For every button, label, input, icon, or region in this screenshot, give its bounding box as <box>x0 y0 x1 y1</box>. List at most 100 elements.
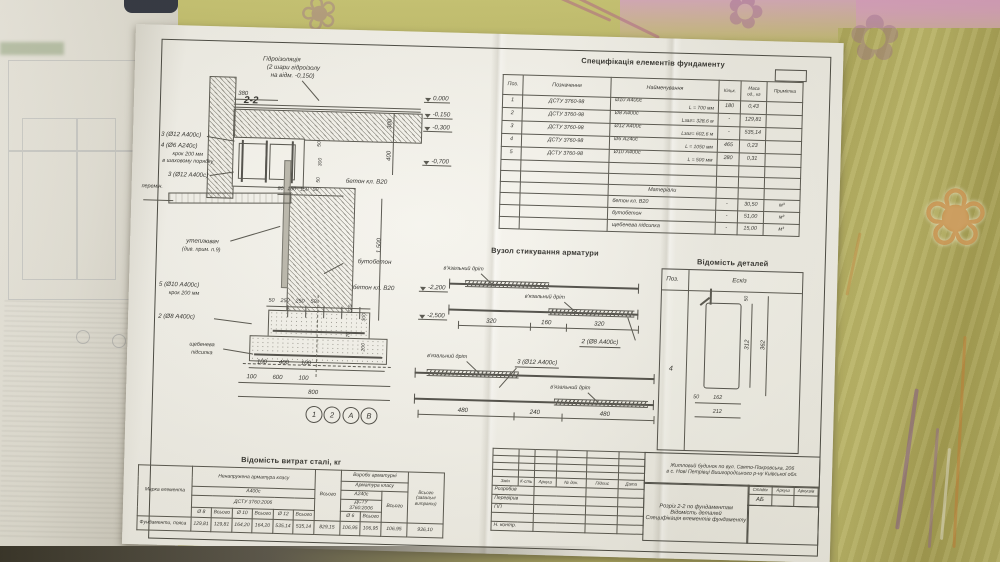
steel-header-total2: Всього <box>381 491 408 524</box>
dim-line <box>694 402 741 405</box>
spec-header-pos: Поз. <box>502 74 524 95</box>
dim-320: 320 <box>485 317 497 325</box>
spec-header-designation: Позначення <box>522 74 612 98</box>
steel-col-total: Всього <box>293 509 315 521</box>
insulation-callout: утеплювач <box>186 237 219 246</box>
green-smudge <box>0 42 64 55</box>
dim-362: 362 <box>760 340 767 351</box>
tablecloth-right <box>838 28 1000 562</box>
steel-col-total: Всього <box>252 508 274 520</box>
details-table: Поз. Ескіз 4 50 312 362 50 162 212 <box>656 268 804 455</box>
elevation-mark: -2,500 <box>418 311 447 321</box>
details-pos: 4 <box>668 365 673 373</box>
steel-col-total: Всього <box>360 511 382 523</box>
foundation-wall <box>286 186 356 314</box>
ground-callout: перемін. <box>141 183 163 190</box>
butobeton-label: бутобетон <box>357 258 392 266</box>
format-box <box>774 69 807 83</box>
wire-label: в'язальний дріт <box>524 293 565 301</box>
doc-title-cell: Розріз 2-2 по фундаментам Відомість дета… <box>642 481 750 544</box>
ghost-axis-bubble <box>76 330 90 344</box>
title-block: Змін К-сть Аркуш № док. Підпис Дата Розр… <box>490 448 821 546</box>
dark-object <box>124 0 178 13</box>
dim-wall-380: 380 <box>238 90 249 98</box>
insulation-callout: (див. прим. п.9) <box>181 246 221 254</box>
role-ncontr: Н. контр. <box>490 521 534 532</box>
hydro-callout: Гідроізоляція <box>263 55 301 64</box>
wire-label: в'язальний дріт <box>443 265 484 273</box>
dim-162: 162 <box>713 394 723 401</box>
organization-cell <box>746 504 820 546</box>
dim-v-70: 70 <box>345 331 352 338</box>
callout-2-d8: 2 (Ø8 А400с) <box>579 338 621 349</box>
flower-outline-icon: ✿ <box>848 2 902 74</box>
dim-50: 50 <box>693 394 700 401</box>
dim-tick <box>417 409 419 418</box>
elevation-mark: -0,700 <box>422 157 452 167</box>
steel-header-dstu2: ДСТУ 3760:2006 <box>340 499 382 513</box>
steel-col-total: Всього <box>211 507 233 519</box>
tablecloth-crinkle <box>838 28 1000 562</box>
callout-note: крок 200 мм <box>168 289 200 297</box>
elevation-mark: -2,200 <box>418 283 448 293</box>
orange-flower-icon: ❀ <box>922 173 990 262</box>
dim-v-50: 50 <box>315 177 322 183</box>
dim-v-300: 300 <box>361 313 368 322</box>
callout-3-d12: 3 (Ø12 А400с) <box>160 130 202 139</box>
callout-5-d10: 5 (Ø10 А400с) <box>158 280 200 289</box>
concrete-label-bottom: бетон кл. В20 <box>352 283 395 293</box>
hydro-callout: (2 шари гідроізолу <box>266 63 321 72</box>
elevation-mark: -0,300 <box>423 123 452 133</box>
hydro-callout: на відм. -0,150) <box>270 71 315 80</box>
dim-240: 240 <box>529 408 541 417</box>
dim-line <box>694 416 741 419</box>
dim-480: 480 <box>457 406 469 415</box>
details-header-sketch: Ескіз <box>732 277 747 285</box>
steel-col-d12: Ø 12 <box>273 509 294 520</box>
steel-table: Марка елемента Ненапружена арматура клас… <box>136 464 445 538</box>
ground-slab <box>168 192 292 204</box>
steel-col-d10: Ø 10 <box>232 508 253 519</box>
dim-160: 160 <box>540 319 552 327</box>
dim-312: 312 <box>744 339 751 350</box>
callout-4-d6: 4 (Ø6 А240с) <box>160 141 198 150</box>
details-divider <box>683 270 690 450</box>
dim-v-300: 300 <box>317 157 324 167</box>
steel-col-d6: Ø 6 <box>340 511 361 522</box>
spec-header-qty: Кільк. <box>718 80 742 101</box>
dim-tick <box>513 412 515 421</box>
dim-tick <box>637 325 640 334</box>
callout-3-d12b: 3 (Ø12 А400с) <box>167 170 209 180</box>
details-header-line <box>661 289 802 295</box>
revision-table: Змін К-сть Аркуш № док. Підпис Дата Розр… <box>490 448 646 535</box>
spec-table: Поз. Позначення Найменування Кільк. Маса… <box>499 74 804 237</box>
details-header-pos: Поз. <box>666 275 679 283</box>
stirrup-cage <box>231 136 305 189</box>
dim-800: 800 <box>308 389 319 397</box>
dim-212: 212 <box>712 408 722 415</box>
drawing-sheet: 2-2 0,000 -0,150 <box>121 24 844 562</box>
callout-3-d12: 3 (Ø12 А400с) <box>514 358 560 369</box>
wire-label: в'язальний дріт <box>550 384 591 392</box>
steel-header-total: Всього <box>314 469 342 522</box>
steel-header-grand: Всього (загальні витрати) <box>407 472 445 524</box>
steel-header-mark: Марка елемента <box>137 464 193 518</box>
dim-tick <box>529 322 532 331</box>
callout-2-d8: 2 (Ø8 А400с) <box>158 312 195 321</box>
dim-tick <box>653 416 655 425</box>
concrete-label-top: бетон кл. В20 <box>345 177 388 186</box>
table-shadow <box>0 546 600 562</box>
steel-col-d8: Ø 8 <box>191 507 212 518</box>
spec-header-note: Примітка <box>766 81 804 103</box>
callout-note: крок 200 мм <box>172 151 204 158</box>
dim-320: 320 <box>593 320 605 328</box>
wire-label: в'язальний дріт <box>427 352 468 361</box>
dim-tick <box>561 413 563 422</box>
rubble-callout: підсипка <box>191 349 213 357</box>
stirrup-sketch <box>703 302 742 390</box>
dim-v-200: 200 <box>360 343 367 352</box>
